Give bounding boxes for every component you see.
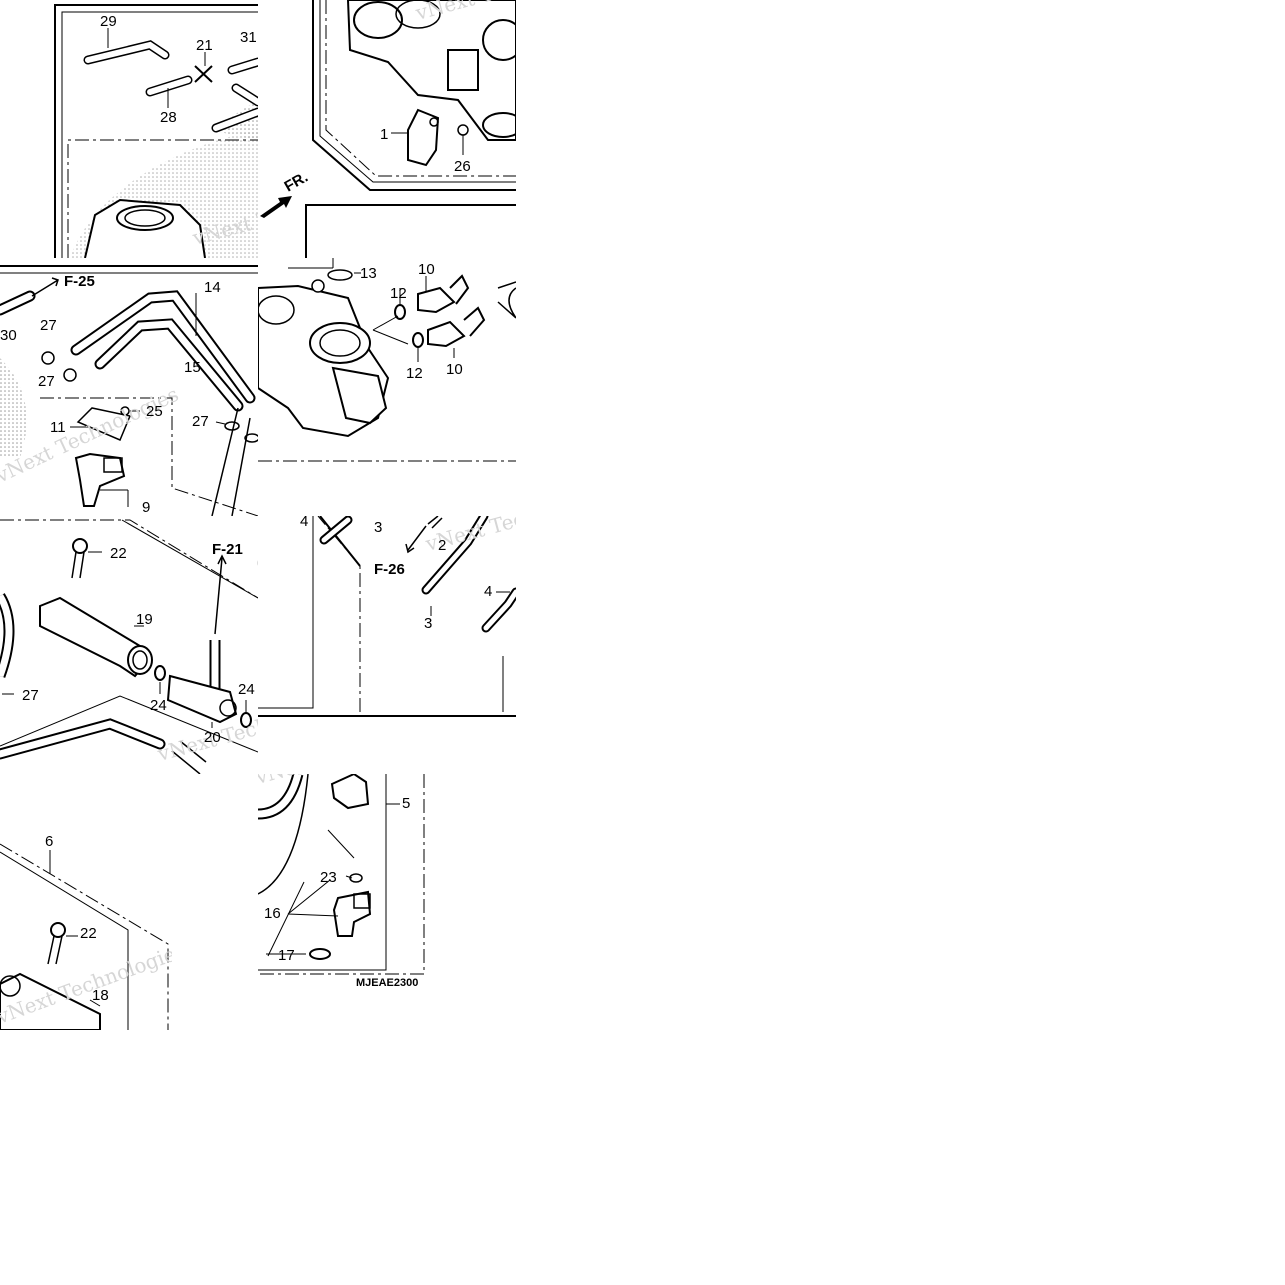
part-callout-24: 24 <box>150 697 167 714</box>
part-callout-2: 2 <box>438 537 446 554</box>
svg-text:F-25: F-25 <box>64 273 95 290</box>
tile-lower-right: vNext Technologies F-26 4 3 2 4 3 <box>258 516 516 774</box>
part-callout-18: 18 <box>92 987 109 1004</box>
part-callout-10: 10 <box>418 261 435 278</box>
part-callout-30: 30 <box>0 327 17 344</box>
part-callout-29: 29 <box>100 13 117 30</box>
part-callout-27: 27 <box>192 413 209 430</box>
part-callout-27: 27 <box>22 687 39 704</box>
part-callout-31: 31 <box>240 29 257 46</box>
part-callout-12: 12 <box>390 285 407 302</box>
part-callout-12: 12 <box>406 365 423 382</box>
part-callout-20: 20 <box>204 729 221 746</box>
part-callout-13: 13 <box>360 265 377 282</box>
tile-top-right: FR. vNext Technologies 126 <box>258 0 516 258</box>
part-callout-22: 22 <box>80 925 97 942</box>
part-callout-14: 14 <box>204 279 221 296</box>
part-callout-16: 16 <box>264 905 281 922</box>
part-callout-1: 1 <box>380 126 388 143</box>
tile-lower-left: vNext Technologies F-21 2282519727242420 <box>0 516 258 774</box>
svg-text:FR.: FR. <box>282 169 311 196</box>
svg-text:F-21: F-21 <box>212 541 243 558</box>
part-callout-3: 3 <box>424 615 432 632</box>
part-callout-27: 27 <box>40 317 57 334</box>
part-callout-25: 25 <box>146 403 163 420</box>
part-callout-19: 19 <box>136 611 153 628</box>
diagram-code: MJEAE2300 <box>356 977 419 989</box>
part-callout-10: 10 <box>446 361 463 378</box>
part-callout-26: 26 <box>454 158 471 175</box>
part-callout-23: 23 <box>320 869 337 886</box>
part-callout-4: 4 <box>300 516 308 530</box>
part-callout-6: 6 <box>45 833 53 850</box>
part-callout-21: 21 <box>196 37 213 54</box>
part-callout-28: 28 <box>160 109 177 126</box>
part-callout-5: 5 <box>402 795 410 812</box>
svg-text:vNext Technologies: vNext Technologies <box>422 516 516 556</box>
part-callout-11: 11 <box>50 419 66 436</box>
part-callout-17: 17 <box>278 947 295 964</box>
part-callout-4: 4 <box>484 583 492 600</box>
tile-mid-right: 13 12 10 12 10 <box>258 258 516 516</box>
part-callout-3: 3 <box>374 519 382 536</box>
part-callout-15: 15 <box>184 359 201 376</box>
part-callout-27: 27 <box>38 373 55 390</box>
part-callout-24: 24 <box>238 681 255 698</box>
part-callout-22: 22 <box>110 545 127 562</box>
svg-text:F-26: F-26 <box>374 561 405 578</box>
part-callout-9: 9 <box>142 499 150 516</box>
